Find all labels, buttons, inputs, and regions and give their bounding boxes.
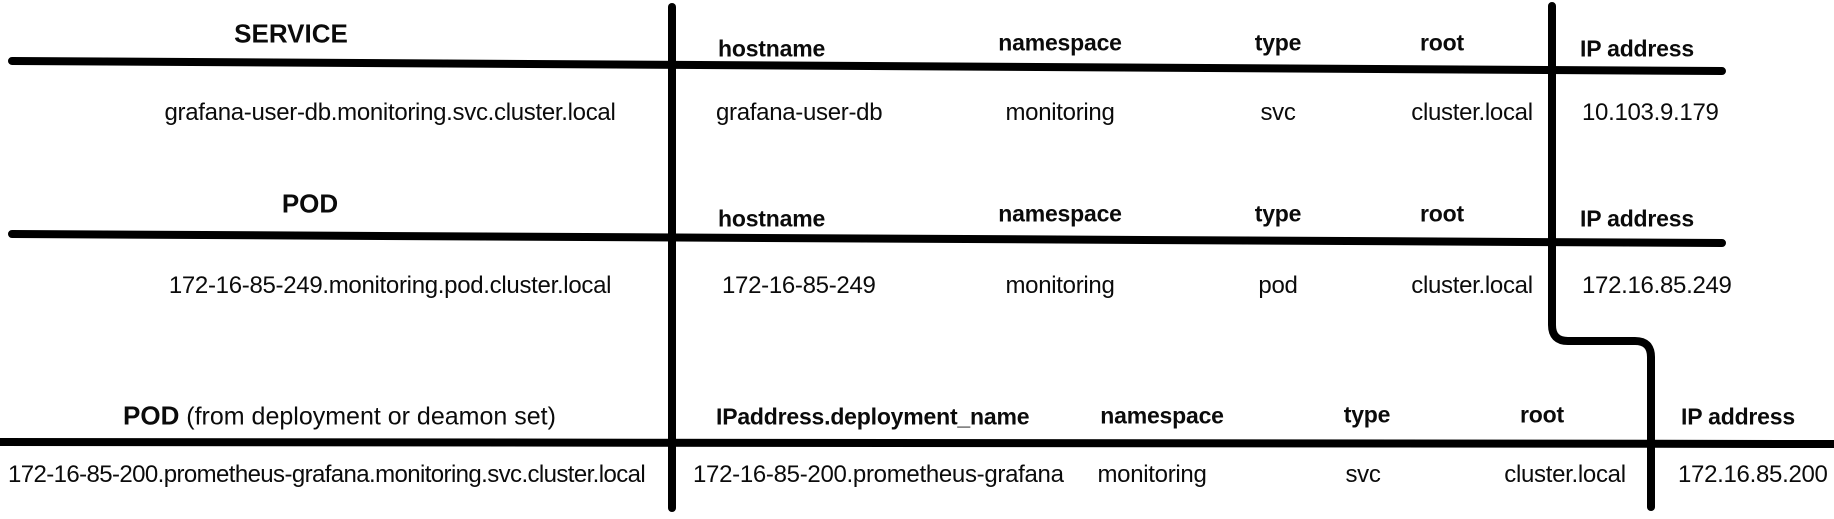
pod-deployment-root-value: cluster.local [1504, 461, 1626, 488]
pod-header-rule [8, 230, 1726, 247]
service-col-header-root: root [1420, 29, 1464, 56]
pod-deployment-col-header-ipaddress-deployment-name: IPaddress.deployment_name [716, 403, 1030, 430]
section-title-pod-deployment-main: POD [123, 400, 180, 431]
pod-deployment-col-header-type: type [1343, 401, 1391, 428]
service-header-rule [8, 57, 1726, 75]
pod-deployment-col-header-ip-address: IP address [1681, 403, 1795, 430]
pod-col-header-root: root [1420, 200, 1464, 227]
pod-deployment-col-header-namespace: namespace [1100, 402, 1224, 429]
service-col-header-ip-address: IP address [1580, 35, 1694, 62]
section-title-pod: POD [282, 189, 338, 220]
pod-ip-address-value: 172.16.85.249 [1582, 272, 1732, 299]
pod-col-header-namespace: namespace [998, 200, 1122, 227]
service-root-value: cluster.local [1411, 99, 1533, 126]
pod-deployment-dns-name: 172-16-85-200.prometheus-grafana.monitor… [8, 461, 646, 488]
pod-dns-name: 172-16-85-249.monitoring.pod.cluster.loc… [168, 272, 612, 299]
service-col-header-hostname: hostname [718, 35, 826, 62]
pod-deployment-ip-address-value: 172.16.85.200 [1678, 461, 1828, 488]
service-dns-name: grafana-user-db.monitoring.svc.cluster.l… [164, 99, 616, 126]
section-title-service: SERVICE [234, 19, 348, 50]
pod-deployment-namespace-value: monitoring [1097, 461, 1207, 488]
pod-hostname-value: 172-16-85-249 [722, 272, 876, 299]
pod-col-header-ip-address: IP address [1580, 205, 1694, 232]
pod-col-header-hostname: hostname [718, 205, 826, 232]
pod-deployment-type-value: svc [1345, 461, 1381, 488]
service-ip-address-value: 10.103.9.179 [1582, 99, 1719, 126]
pod-deployment-col-header-root: root [1520, 401, 1564, 428]
section-title-service-main: SERVICE [234, 18, 348, 49]
pod-col-header-type: type [1254, 200, 1302, 227]
service-col-header-type: type [1254, 29, 1302, 56]
pod-deployment-ipaddress-deployment-name-value: 172-16-85-200.prometheus-grafana [693, 461, 1064, 488]
pod-deployment-header-rule [0, 438, 1834, 448]
service-col-header-namespace: namespace [998, 29, 1122, 56]
section-title-pod-deployment: POD (from deployment or deamon set) [123, 401, 556, 432]
ip-column-divider [1548, 2, 1655, 511]
service-hostname-value: grafana-user-db [716, 99, 883, 126]
pod-namespace-value: monitoring [1005, 272, 1115, 299]
service-type-value: svc [1260, 99, 1296, 126]
pod-type-value: pod [1258, 272, 1298, 299]
pod-root-value: cluster.local [1411, 272, 1533, 299]
service-namespace-value: monitoring [1005, 99, 1115, 126]
section-title-pod-deployment-suffix: (from deployment or deamon set) [179, 402, 556, 431]
section-title-pod-main: POD [281, 188, 339, 219]
